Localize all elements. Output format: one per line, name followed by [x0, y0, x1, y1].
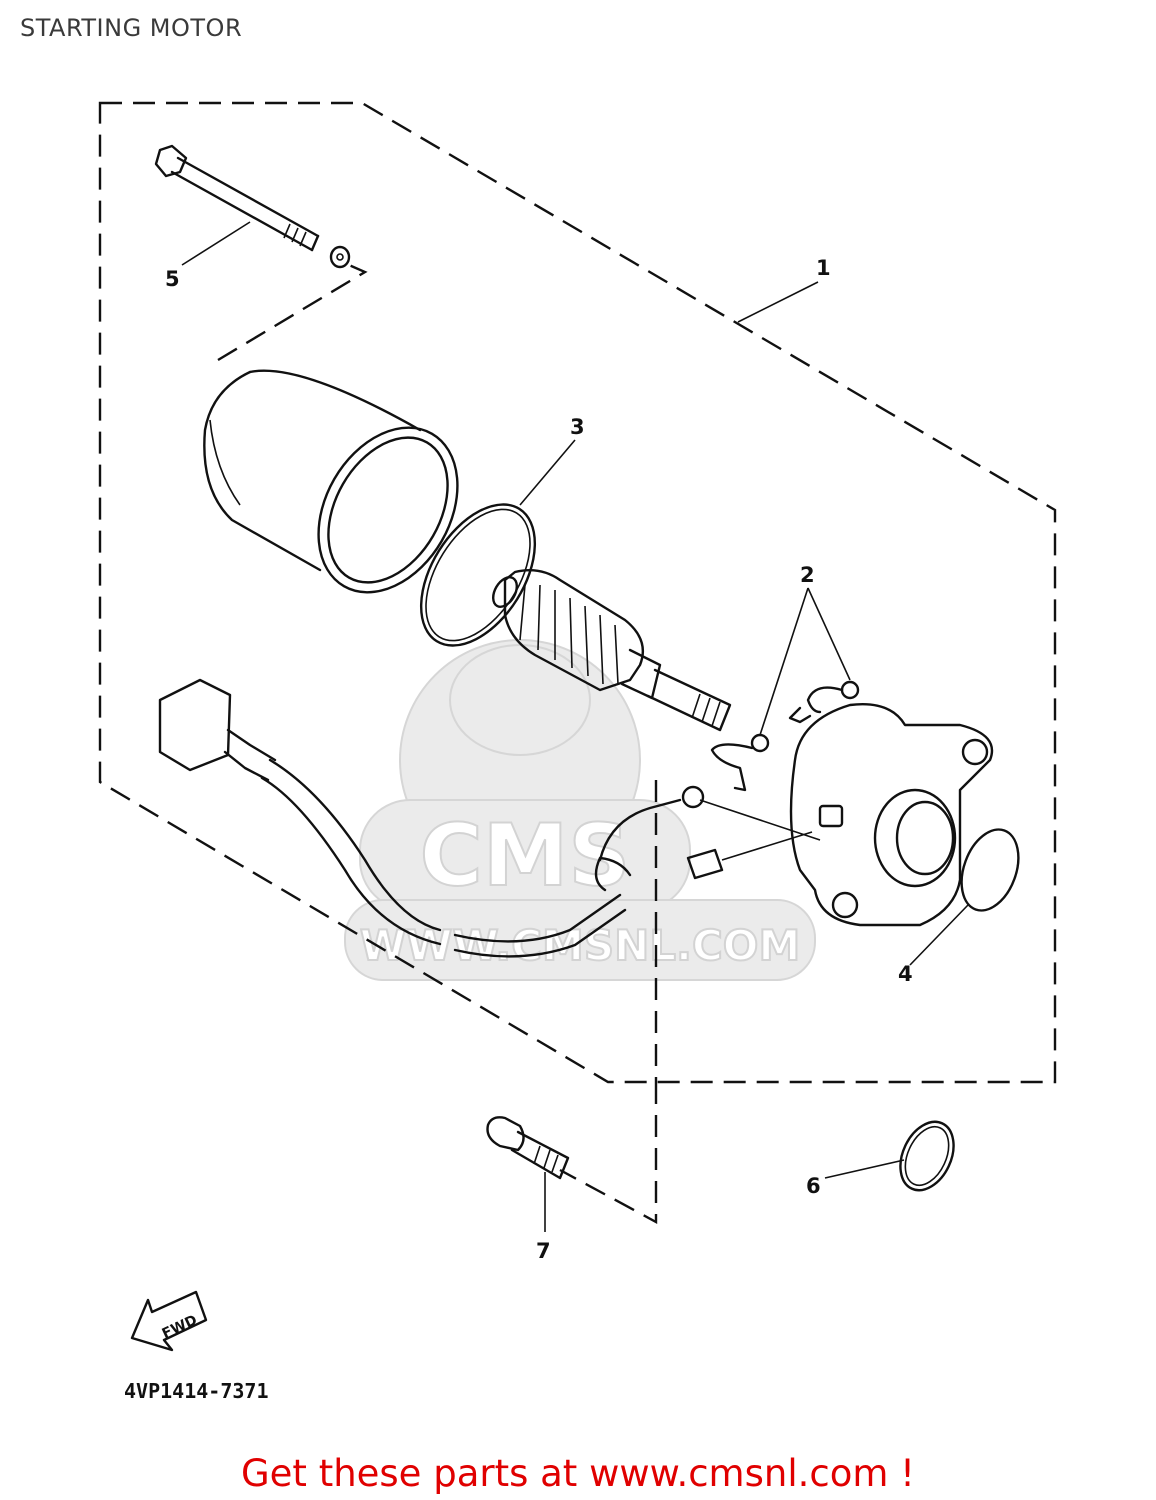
- part-2-brush-set: [710, 680, 860, 792]
- part-4-o-ring: [960, 828, 1020, 912]
- callout-4: 4: [898, 962, 913, 986]
- parts-diagram: CMS WWW.CMSNL.COM: [98, 101, 1057, 1403]
- part-5-long-bolt: [154, 144, 351, 269]
- part-6-o-ring: [899, 1120, 955, 1192]
- callout-5: 5: [165, 267, 180, 291]
- assembly-outline: [98, 101, 1057, 1084]
- callout-7: 7: [536, 1239, 551, 1263]
- fwd-label: FWD: [160, 1312, 200, 1342]
- callout-leaders: [181, 221, 969, 1232]
- diagram-code: 4VP1414-7371: [124, 1379, 269, 1403]
- callout-2: 2: [800, 563, 815, 587]
- callout-1: 1: [816, 256, 831, 280]
- starter-lead-wire: [158, 678, 821, 958]
- fwd-arrow-icon: FWD: [130, 1290, 208, 1352]
- part-3-o-ring: [419, 503, 537, 647]
- watermark-url-text: WWW.CMSNL.COM: [360, 921, 801, 970]
- yoke-housing: [203, 369, 459, 594]
- armature: [492, 569, 732, 732]
- front-cover-bracket: [789, 703, 994, 927]
- part-7-bolt: [486, 1116, 570, 1180]
- cta-link[interactable]: Get these parts at www.cmsnl.com !: [240, 1452, 915, 1495]
- callout-3: 3: [570, 415, 585, 439]
- page-title: STARTING MOTOR: [20, 14, 243, 42]
- watermark-logo-text: CMS: [420, 806, 631, 906]
- watermark-logo: CMS WWW.CMSNL.COM: [344, 639, 816, 981]
- callout-6: 6: [806, 1174, 821, 1198]
